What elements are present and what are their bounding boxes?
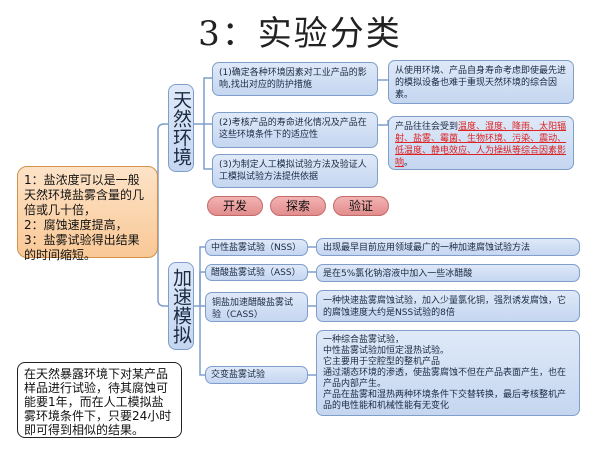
factor: 降雨、 bbox=[512, 122, 540, 132]
acc-name-alternating: 交变盐雾试验 bbox=[205, 366, 308, 384]
acc-desc-nss: 出现最早目前应用领域最广的一种加速腐蚀试验方法 bbox=[316, 238, 580, 256]
acc-desc-ass: 是在5%氯化钠溶液中加入一些冰醋酸 bbox=[316, 264, 580, 282]
factor: 温度、 bbox=[458, 122, 486, 132]
acc-name-ass: 醋酸盐雾试验（ASS） bbox=[205, 264, 308, 281]
bottom-note: 在天然暴露环境下对某产品样品进行试验，待其腐蚀可能要1年，而在人工模拟盐雾环境条… bbox=[17, 362, 182, 438]
natural-info-1: 从使用环境、产品自身寿命考虑即使最先进的模拟设备也难于重现天然环境的综合因素。 bbox=[388, 60, 574, 104]
connector-natural-1 bbox=[194, 77, 212, 125]
connector-accelerated bbox=[157, 195, 168, 307]
factor: 太阳辐射、 bbox=[395, 122, 567, 144]
left-note: 1：盐浓度可以是一般天然环境盐雾含量的几倍或几十倍， 2：腐蚀速度提高， 3：盐… bbox=[17, 166, 158, 262]
factor: 湿度、 bbox=[485, 122, 513, 132]
factor: 震动、 bbox=[539, 134, 567, 144]
acc-name-cass: 铜盐加速醋酸盐雾试验（CASS） bbox=[205, 292, 308, 322]
natural-info-2-prefix: 产品往往会受到 bbox=[395, 122, 459, 132]
acc-desc-alternating: 一种综合盐雾试验， 中性盐雾试验加恒定湿热试验。 它主要用于空腔型的整机产品 通… bbox=[316, 330, 580, 416]
natural-info-2: 产品往往会受到温度、湿度、降雨、太阳辐射、盐雾、霉菌、生物环境、污染、震动、低温… bbox=[388, 116, 574, 170]
pill-explore: 探索 bbox=[270, 196, 326, 216]
factor: 人为操纵等综合因素影响 bbox=[395, 146, 567, 168]
factor: 盐雾、 bbox=[413, 134, 441, 144]
connector-natural bbox=[157, 123, 168, 195]
natural-item-3: (3)为制定人工模拟试验方法及验证人工模拟试验方法提供依据 bbox=[212, 154, 378, 188]
natural-item-1: (1)确定各种环境因素对工业产品的影响,找出对应的防护措施 bbox=[212, 62, 378, 96]
natural-info-2-suffix: 。 bbox=[404, 158, 414, 168]
page-title: 3：实验分类 bbox=[198, 14, 402, 54]
natural-item-2: (2)考核产品的寿命进化情况及产品在这些环境条件下的适应性 bbox=[212, 112, 378, 148]
factor: 生物环境、 bbox=[467, 134, 513, 144]
factor: 静电效应、 bbox=[431, 146, 477, 156]
category-accelerated: 加速模拟 bbox=[168, 262, 194, 350]
acc-desc-cass: 一种快速盐雾腐蚀试验，加入少量氯化铜，强烈诱发腐蚀，它的腐蚀速度大约是NSS试验… bbox=[316, 290, 580, 322]
pill-develop: 开发 bbox=[207, 196, 263, 216]
factor: 污染、 bbox=[512, 134, 540, 144]
category-natural: 天然环境 bbox=[168, 84, 194, 172]
acc-name-nss: 中性盐雾试验（NSS） bbox=[205, 239, 308, 256]
factor: 低温度、 bbox=[395, 146, 432, 156]
connector-natural-3 bbox=[203, 124, 212, 170]
factor: 霉菌、 bbox=[440, 134, 468, 144]
pill-verify: 验证 bbox=[333, 196, 389, 216]
